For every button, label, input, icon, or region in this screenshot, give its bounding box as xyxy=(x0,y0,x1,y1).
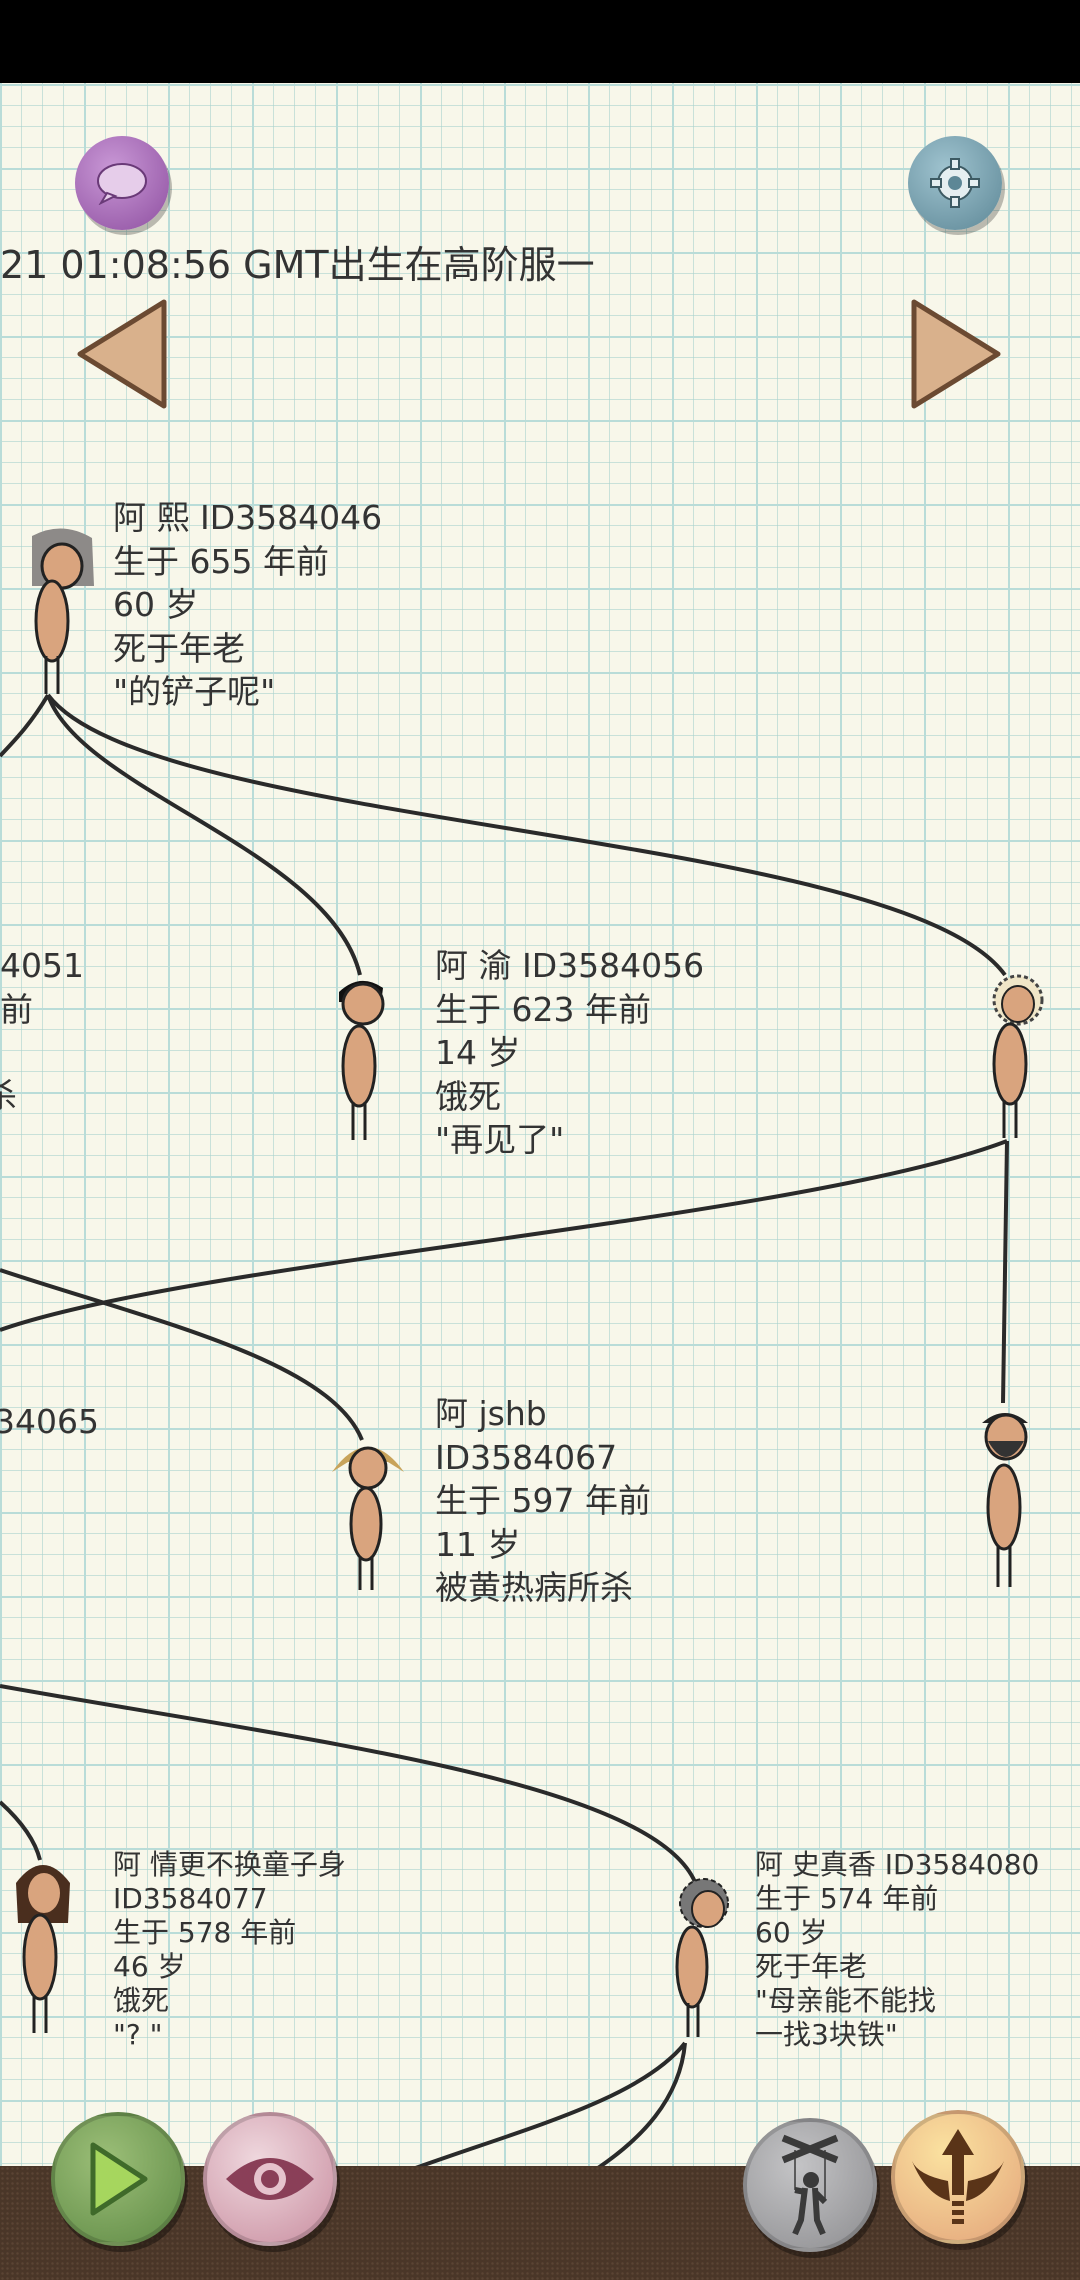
person-death-cause: 被黄热病所杀 xyxy=(435,1568,633,1607)
winged-arrow-icon xyxy=(912,2129,1004,2224)
person-name: 阿 jshb xyxy=(435,1394,547,1433)
person-death-cause: 死于年老 xyxy=(113,628,245,668)
arrow-left-icon xyxy=(77,299,167,409)
person-last-words: "的铲子呢" xyxy=(113,672,276,711)
person-last-words: "? " xyxy=(113,2018,163,2051)
person-born: 生于 574 年前 xyxy=(755,1882,939,1915)
person-last-words-cont: 一找3块铁" xyxy=(755,2018,898,2051)
person-age xyxy=(0,1031,84,1074)
view-button[interactable] xyxy=(203,2112,337,2246)
person-info: 4051 前 杀 xyxy=(0,944,84,1118)
person-name-id: 4051 xyxy=(0,946,84,985)
person-info: 阿 情更不换童子身 ID3584077 生于 578 年前 46 岁 饿死 "?… xyxy=(113,1848,346,2052)
puppet-button[interactable] xyxy=(743,2118,877,2252)
person-name-id: 阿 史真香 ID3584080 xyxy=(755,1848,1040,1881)
gear-icon xyxy=(930,158,980,208)
person-name-id: 34065 xyxy=(0,1402,99,1441)
person-name-id: 阿 熙 ID3584046 xyxy=(113,498,383,537)
person-born: 前 xyxy=(0,989,33,1029)
person-id: ID3584077 xyxy=(113,1882,268,1915)
puppet-icon xyxy=(781,2134,839,2236)
person-age: 11 岁 xyxy=(435,1524,521,1564)
birth-info-title: 21 01:08:56 GMT出生在高阶服一 xyxy=(0,243,595,287)
person-death-cause: 杀 xyxy=(0,1076,17,1115)
person-born: 生于 578 年前 xyxy=(113,1916,297,1949)
person-figure xyxy=(992,974,1044,1138)
person-death-cause: 饿死 xyxy=(435,1076,501,1116)
next-arrow-button[interactable] xyxy=(908,298,1004,410)
person-last-words: "再见了" xyxy=(435,1120,565,1159)
person-id: ID3584067 xyxy=(435,1437,618,1477)
person-age: 60 岁 xyxy=(755,1916,828,1949)
prev-arrow-button[interactable] xyxy=(74,298,170,410)
person-death-cause: 死于年老 xyxy=(755,1950,868,1983)
person-info: 阿 史真香 ID3584080 生于 574 年前 60 岁 死于年老 "母亲能… xyxy=(755,1848,1039,2052)
person-figure xyxy=(332,1446,404,1590)
chat-bubble-icon xyxy=(97,163,147,205)
person-figure xyxy=(32,528,94,694)
person-age: 46 岁 xyxy=(113,1950,186,1983)
play-icon xyxy=(90,2142,148,2216)
person-figure xyxy=(16,1865,70,2033)
play-button[interactable] xyxy=(51,2112,185,2246)
person-figure xyxy=(982,1413,1028,1587)
person-age: 14 岁 xyxy=(435,1033,521,1072)
person-age: 60 岁 xyxy=(113,585,199,624)
settings-button[interactable] xyxy=(908,136,1002,230)
person-info: 34065 xyxy=(0,1400,99,1444)
upgrade-button[interactable] xyxy=(891,2110,1025,2244)
person-figure xyxy=(675,1878,729,2037)
person-born: 生于 623 年前 xyxy=(435,989,651,1029)
eye-icon xyxy=(226,2158,314,2200)
chat-button[interactable] xyxy=(75,136,169,230)
person-death-cause: 饿死 xyxy=(113,1984,170,2017)
person-name-id: 阿 渝 ID3584056 xyxy=(435,946,705,985)
person-name: 阿 情更不换童子身 xyxy=(113,1848,346,1881)
person-info: 阿 jshb ID3584067 生于 597 年前 11 岁 被黄热病所杀 xyxy=(435,1392,651,1610)
person-info: 阿 熙 ID3584046 生于 655 年前 60 岁 死于年老 "的铲子呢" xyxy=(113,496,382,714)
person-figure xyxy=(339,980,385,1140)
person-info: 阿 渝 ID3584056 生于 623 年前 14 岁 饿死 "再见了" xyxy=(435,944,704,1162)
arrow-right-icon xyxy=(911,299,1001,409)
person-last-words: "母亲能不能找 xyxy=(755,1984,936,2017)
person-born: 生于 655 年前 xyxy=(113,541,329,581)
status-bar xyxy=(0,0,1080,83)
person-born: 生于 597 年前 xyxy=(435,1481,651,1520)
